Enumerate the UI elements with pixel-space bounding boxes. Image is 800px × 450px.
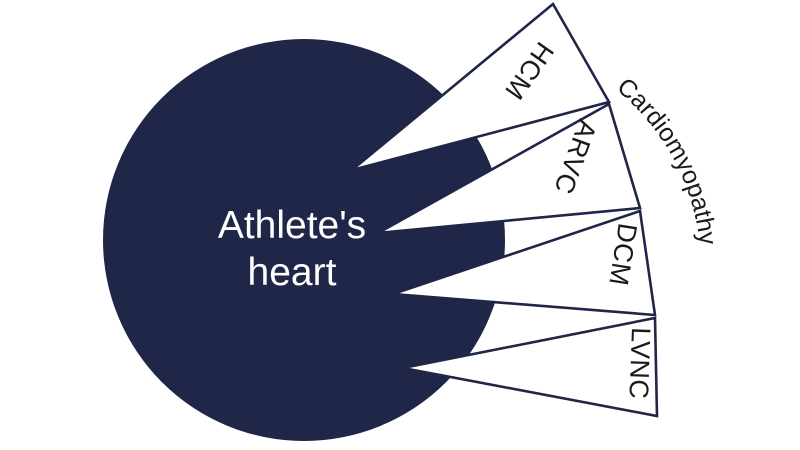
athletes-heart-label-line2: heart bbox=[248, 251, 337, 294]
wedge-dcm[interactable]: DCM bbox=[392, 209, 657, 317]
wedge-hcm-shape[interactable] bbox=[351, 2, 611, 172]
wedge-arvc[interactable]: ARVC bbox=[377, 102, 642, 235]
wedge-arvc-shape[interactable] bbox=[377, 102, 642, 235]
wedge-lvnc[interactable]: LVNC bbox=[402, 316, 659, 418]
wedge-lvnc-shape[interactable] bbox=[402, 316, 659, 418]
wedge-dcm-shape[interactable] bbox=[392, 209, 657, 317]
wedge-lvnc-label: LVNC bbox=[623, 327, 655, 400]
athletes-heart-label-line1: Athlete's bbox=[218, 204, 366, 247]
wedge-hcm[interactable]: HCM bbox=[351, 2, 611, 172]
